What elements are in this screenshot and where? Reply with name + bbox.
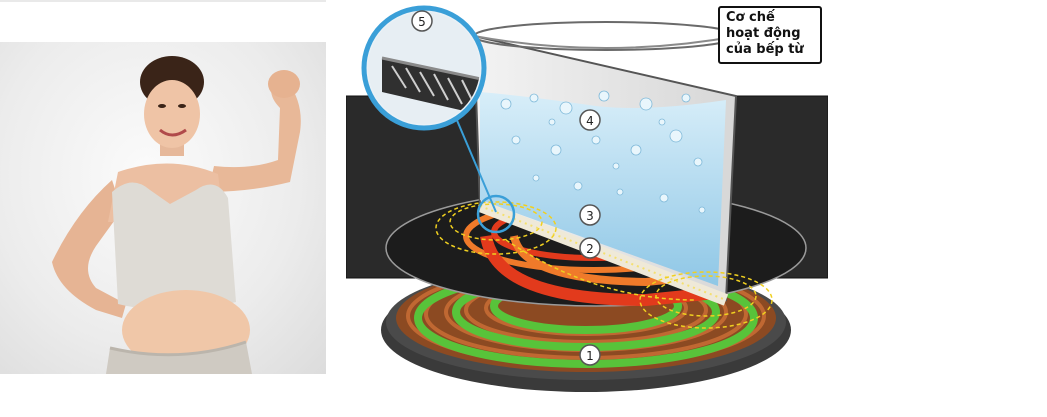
- cooking-pot: [472, 21, 739, 306]
- svg-text:5: 5: [418, 15, 426, 29]
- svg-text:1: 1: [586, 349, 594, 363]
- marker-1: 1: [579, 344, 601, 366]
- marker-2: 2: [579, 237, 601, 259]
- hip-arm: [52, 180, 126, 318]
- marker-3: 3: [579, 204, 601, 226]
- svg-text:4: 4: [586, 114, 594, 128]
- woman-illustration: [52, 56, 301, 374]
- face: [144, 80, 200, 148]
- tank-top: [112, 182, 236, 311]
- title-line-3: của bếp từ: [726, 42, 804, 57]
- magnifier: [361, 5, 487, 131]
- pregnant-woman-photo: [0, 42, 326, 374]
- zoom-target-circle: [476, 194, 516, 234]
- fist: [268, 70, 300, 98]
- marker-5: 5: [411, 10, 433, 32]
- marker-4: 4: [579, 109, 601, 131]
- bubbles: [500, 90, 706, 214]
- water: [480, 92, 726, 286]
- title-line-2: hoạt động: [726, 26, 801, 41]
- svg-text:2: 2: [586, 242, 594, 256]
- induction-cooker-diagram: 1 2 3 4 5: [346, 0, 828, 417]
- pants: [106, 342, 252, 374]
- title-line-1: Cơ chế: [726, 10, 775, 25]
- title-label-box: Cơ chế hoạt động của bếp từ: [718, 6, 822, 64]
- induction-diagram-svg: 1 2 3 4 5: [346, 5, 828, 392]
- field-lines: [435, 201, 773, 329]
- svg-text:3: 3: [586, 209, 594, 223]
- top-divider-strip: [0, 0, 326, 2]
- raised-arm: [208, 80, 301, 192]
